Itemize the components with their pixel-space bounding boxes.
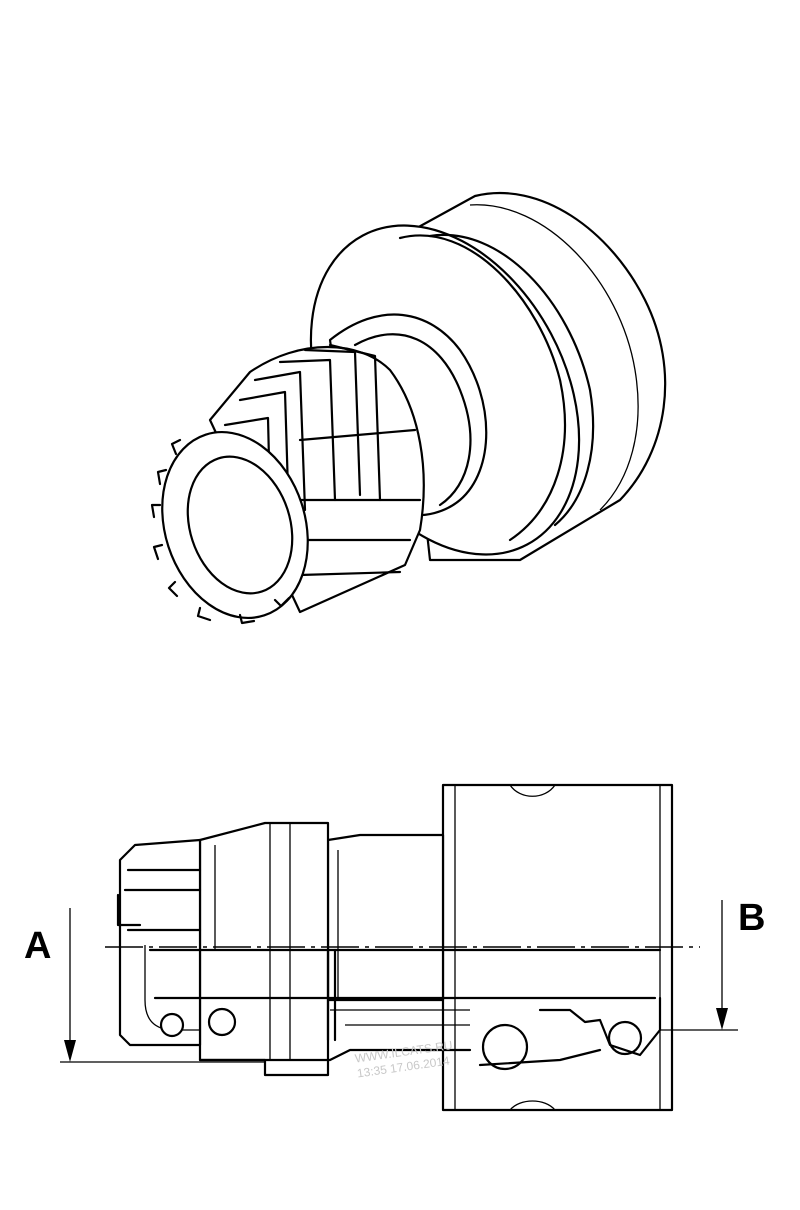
knurl-ridges [223,343,422,587]
rear-groove-1 [398,234,567,542]
ball-3 [481,1023,529,1071]
ball-2 [207,1007,237,1037]
spring-retainer [538,996,662,1057]
dim-b-arrowhead [716,1008,728,1030]
ball-1 [159,1012,185,1038]
ball-4 [607,1020,643,1056]
neck-edge [353,333,472,507]
rear-body-top-arc [509,784,556,797]
inner-sleeve-lower [330,1009,470,1026]
section-view [60,783,738,1112]
front-bore [186,455,294,595]
rear-groove-3 [469,204,639,511]
watermark: WWW.ILCATS.RU 13:35 17.06.2014 [354,1038,453,1080]
isometric-view [150,191,667,625]
rear-groove-2 [428,233,595,527]
inner-sleeve [148,948,662,1000]
label-b: B [738,897,765,939]
dim-a-arrowhead [64,1040,76,1062]
inner-wall-divider [326,948,337,1042]
rear-body-bottom-arc [509,1100,556,1111]
neck-outline [326,833,445,1002]
collet-fingers [116,868,202,932]
collet-outline [118,838,202,1047]
front-ring-notches [150,438,291,625]
knurled-nut-body [208,346,425,614]
label-a: A [24,925,51,967]
lower-sleeve-profile [198,1048,602,1067]
